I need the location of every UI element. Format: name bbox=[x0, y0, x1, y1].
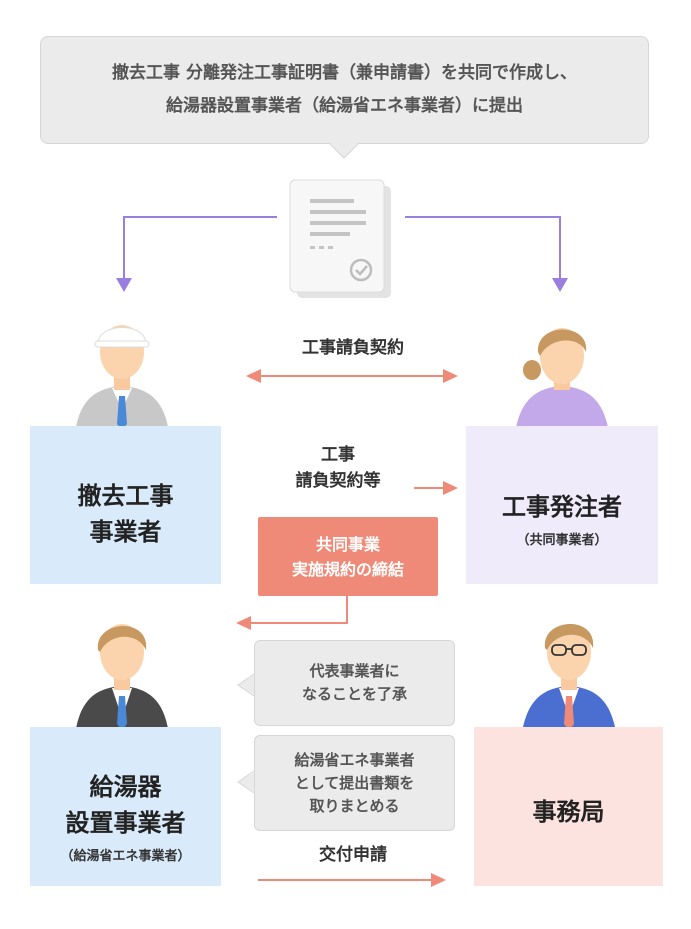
removal-contractor-box: 撤去工事 事業者 bbox=[30, 426, 221, 584]
joint-agreement-line2: 実施規約の締結 bbox=[291, 559, 404, 579]
compile-line3: 取りまとめる bbox=[309, 796, 400, 815]
client-title: 工事発注者 bbox=[502, 492, 622, 521]
application-label: 交付申請 bbox=[319, 845, 387, 865]
representative-bubble: 代表事業者に なることを了承 bbox=[254, 640, 455, 726]
representative-bubble-tail bbox=[237, 673, 255, 697]
top-note-line2: 給湯器設置事業者（給湯省エネ事業者）に提出 bbox=[166, 96, 523, 116]
compile-line2: として提出書類を bbox=[294, 773, 415, 792]
removal-contractor-line1: 撤去工事 bbox=[77, 482, 174, 510]
office-title: 事務局 bbox=[532, 797, 605, 826]
installer-box: 給湯器 設置事業者 （給湯省エネ事業者） bbox=[30, 727, 221, 886]
document-icon bbox=[289, 179, 391, 298]
application-arrow bbox=[258, 873, 446, 887]
purple-arrow-right bbox=[405, 216, 561, 280]
compile-bubble: 給湯省エネ事業者 として提出書類を 取りまとめる bbox=[254, 735, 455, 831]
contract-double-arrow bbox=[246, 369, 458, 383]
installer-line1: 給湯器 bbox=[89, 773, 162, 801]
contract-etc-line1: 工事 bbox=[321, 445, 355, 465]
top-note-bubble: 撤去工事 分離発注工事証明書（兼申請書）を共同で作成し、 給湯器設置事業者（給湯… bbox=[40, 36, 649, 144]
top-note-line1: 撤去工事 分離発注工事証明書（兼申請書）を共同で作成し、 bbox=[112, 63, 577, 83]
representative-line2: なることを了承 bbox=[301, 685, 407, 703]
purple-arrowhead-right bbox=[552, 278, 568, 292]
agreement-arrow bbox=[236, 596, 348, 630]
contract-etc-arrow bbox=[414, 481, 458, 495]
removal-contractor-line2: 事業者 bbox=[89, 518, 162, 546]
purple-arrowhead-left bbox=[116, 278, 132, 292]
office-box: 事務局 bbox=[474, 727, 663, 886]
contract-etc-label: 工事 請負契約等 bbox=[258, 442, 418, 494]
compile-line1: 給湯省エネ事業者 bbox=[294, 750, 415, 769]
joint-agreement-box: 共同事業 実施規約の締結 bbox=[258, 517, 438, 596]
client-sub: （共同事業者） bbox=[516, 532, 608, 548]
representative-line1: 代表事業者に bbox=[309, 662, 400, 680]
compile-bubble-tail bbox=[237, 770, 255, 794]
client-box: 工事発注者 （共同事業者） bbox=[466, 426, 658, 584]
joint-agreement-line1: 共同事業 bbox=[315, 534, 380, 554]
purple-arrow-left bbox=[123, 216, 277, 280]
contract-label: 工事請負契約 bbox=[302, 338, 404, 358]
installer-line2: 設置事業者 bbox=[65, 809, 186, 837]
top-note-bubble-tail bbox=[329, 143, 359, 159]
installer-sub: （給湯省エネ事業者） bbox=[60, 849, 191, 864]
contract-etc-line2: 請負契約等 bbox=[295, 471, 381, 491]
